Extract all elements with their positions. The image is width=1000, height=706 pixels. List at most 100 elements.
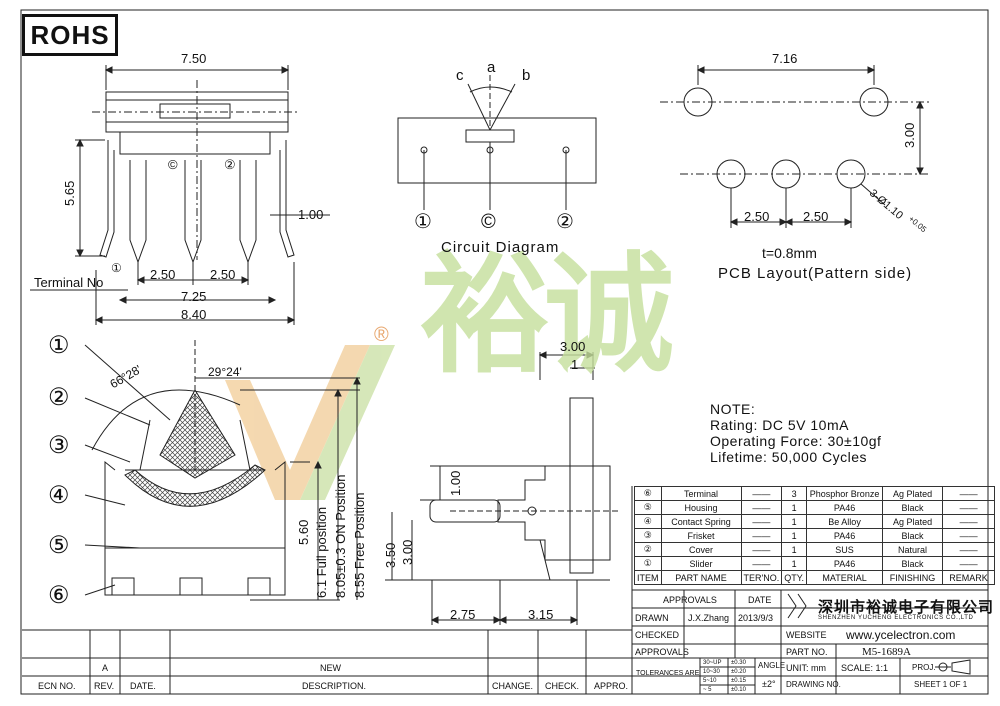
- rev-header-ecn: ECN NO.: [38, 681, 76, 691]
- bom-cell: ②: [634, 542, 662, 557]
- angle-c: c: [456, 67, 464, 84]
- bom-cell: PART NAME: [660, 570, 742, 585]
- bom-cell: Ag Plated: [882, 486, 944, 501]
- bom-cell: 1: [781, 514, 808, 529]
- pcb-dim-716: 7.16: [772, 51, 798, 66]
- rev-header-rev: REV.: [94, 681, 115, 691]
- bom-cell: Frisket: [660, 528, 742, 543]
- bom-cell: Natural: [882, 542, 944, 557]
- notes-block: NOTE: Rating: DC 5V 10mA Operating Force…: [710, 401, 881, 465]
- bom-cell: ITEM: [634, 570, 662, 585]
- bom-cell: Phosphor Bronze: [806, 486, 884, 501]
- note-line: Rating: DC 5V 10mA: [710, 417, 849, 433]
- bom-cell: Cover: [660, 542, 742, 557]
- pcb-thickness: t=0.8mm: [762, 245, 817, 261]
- bom-cell: ——: [942, 500, 996, 515]
- note-line: Lifetime: 50,000 Cycles: [710, 449, 868, 465]
- tolerances-label: TOLERANCES ARE: [636, 670, 700, 677]
- circuit-diagram-label: Circuit Diagram: [441, 239, 560, 256]
- dim-free-pos: 8.55 Free Position: [352, 492, 367, 598]
- bom-cell: Contact Spring: [660, 514, 742, 529]
- side-dim-315: 3.15: [528, 607, 554, 622]
- sheet-label: SHEET 1 OF 1: [914, 680, 968, 689]
- pcb-pitch-b: 2.50: [803, 209, 829, 224]
- date-header: DATE: [748, 595, 772, 605]
- watermark-registered: ®: [374, 324, 389, 346]
- bom-cell: ——: [942, 514, 996, 529]
- side-dim-100: 1.00: [448, 470, 463, 496]
- dim-height-565: 5.65: [62, 180, 77, 206]
- pcb-layout-label: PCB Layout(Pattern side): [718, 265, 913, 282]
- callout-6: ⑥: [48, 582, 70, 609]
- circuit-pin-c: ©: [481, 211, 496, 233]
- tol-range-4: ~ 5: [703, 687, 712, 693]
- bom-cell: ⑥: [634, 486, 662, 501]
- dim-full-pos-label: 6.1 Full position: [314, 506, 329, 598]
- bom-cell: Ag Plated: [882, 514, 944, 529]
- bom-cell: ③: [634, 528, 662, 543]
- dim-w-725: 7.25: [181, 289, 207, 304]
- company-name-cn: 深圳市裕诚电子有限公司: [818, 599, 995, 616]
- tol-value-4: ±0.10: [731, 687, 746, 693]
- bom-cell: PA46: [806, 500, 884, 515]
- pcb-pitch-a: 2.50: [744, 209, 770, 224]
- angle-2924: 29°24': [208, 365, 242, 379]
- bom-cell: ——: [942, 528, 996, 543]
- bom-cell: ——: [740, 528, 783, 543]
- dim-w-840: 8.40: [181, 307, 207, 322]
- tol-range-2: 10~30: [703, 669, 720, 675]
- website-value: www.ycelectron.com: [846, 628, 956, 642]
- bom-cell: TER'NO.: [740, 570, 783, 585]
- website-label: WEBSITE: [786, 630, 827, 640]
- tol-value-1: ±0.30: [731, 660, 746, 666]
- section-view: [84, 340, 361, 601]
- angle-value: ±2°: [762, 679, 776, 689]
- terminal-one: ①: [111, 261, 122, 275]
- proj-label: PROJ.: [912, 663, 936, 672]
- bom-cell: ——: [740, 500, 783, 515]
- bom-cell: FINISHING: [882, 570, 944, 585]
- page-frame: [20, 9, 989, 695]
- callout-5: ⑤: [48, 532, 70, 559]
- callout-3: ③: [48, 432, 70, 459]
- bom-cell: Black: [882, 528, 944, 543]
- side-dim-275: 2.75: [450, 607, 476, 622]
- drawn-by: J.X.Zhang: [688, 613, 730, 623]
- angle-b: b: [522, 67, 531, 84]
- side-dim-1: 1: [571, 357, 579, 372]
- bom-cell: ——: [740, 542, 783, 557]
- drawn-label: DRAWN: [635, 613, 669, 623]
- dim-top-width: 7.50: [181, 51, 207, 66]
- tol-value-2: ±0.20: [731, 669, 746, 675]
- bom-cell: ④: [634, 514, 662, 529]
- pin-label-c: ©: [168, 157, 178, 172]
- pin-label-2: ②: [224, 157, 236, 172]
- tol-range-1: 30~UP: [703, 660, 722, 666]
- callout-4: ④: [48, 482, 70, 509]
- note-line: NOTE:: [710, 401, 756, 417]
- rev-header-change: CHANGE.: [492, 681, 534, 691]
- bom-cell: ——: [942, 486, 996, 501]
- rev-header-date: DATE.: [130, 681, 156, 691]
- bom-cell: QTY.: [781, 570, 808, 585]
- circuit-pin-2: ②: [556, 211, 574, 233]
- front-view: [30, 65, 330, 325]
- unit-label: UNIT: mm: [786, 663, 826, 673]
- watermark-logo: [225, 345, 395, 500]
- bom-cell: MATERIAL: [806, 570, 884, 585]
- bom-cell: Be Alloy: [806, 514, 884, 529]
- bom-cell: Black: [882, 556, 944, 571]
- company-name-en: SHENZHEN YUCHENG ELECTRONICS CO.,LTD: [818, 615, 974, 621]
- bom-cell: REMARK: [942, 570, 996, 585]
- bom-cell: 1: [781, 556, 808, 571]
- scale-label: SCALE: 1:1: [841, 663, 889, 673]
- dim-full-pos: 5.60: [296, 519, 311, 545]
- rev-new: NEW: [320, 663, 341, 673]
- circuit-diagram: [397, 75, 597, 210]
- bom-cell: ——: [740, 486, 783, 501]
